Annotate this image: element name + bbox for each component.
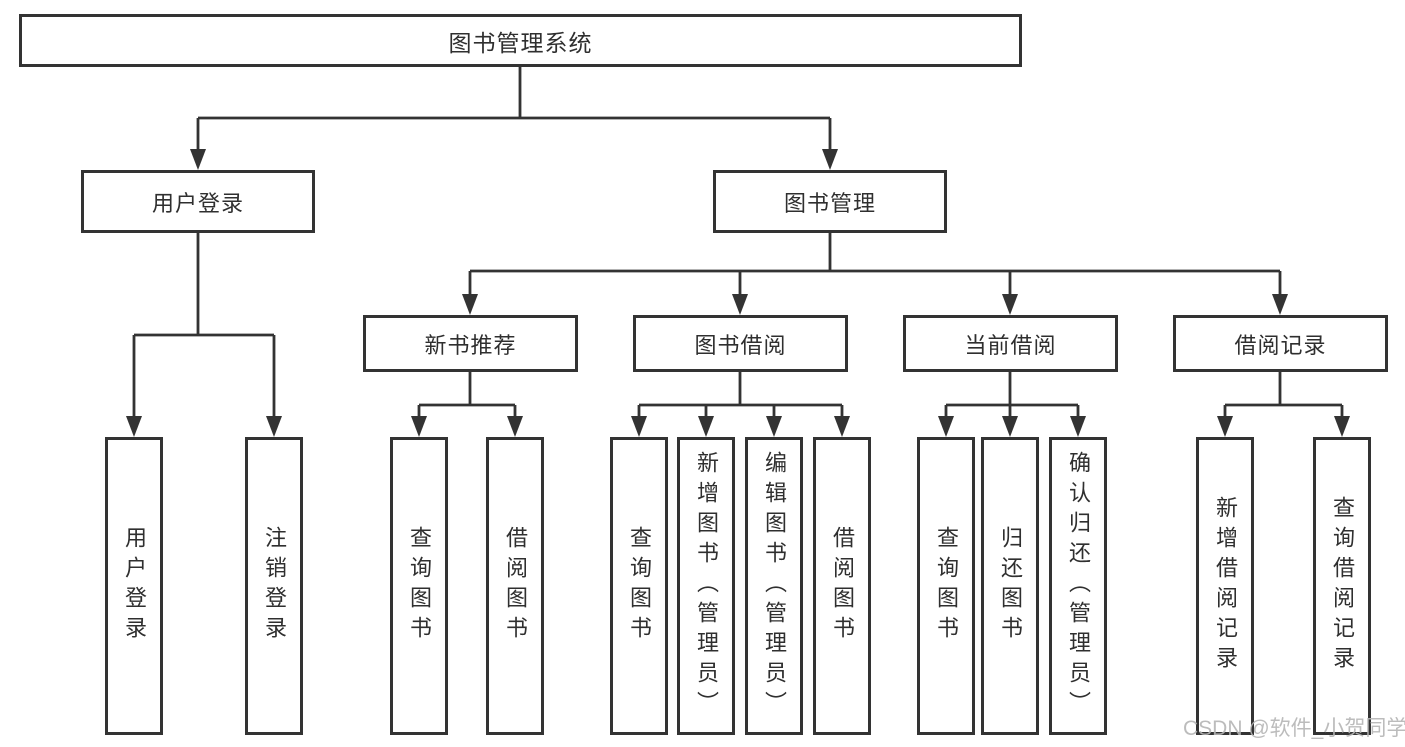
leaf-query-books-recommend: 查询图书	[390, 437, 448, 735]
node-current-borrow-label: 当前借阅	[964, 332, 1057, 358]
leaf-add-borrow-record: 新增借阅记录	[1196, 437, 1254, 735]
node-borrow-records-label: 借阅记录	[1234, 332, 1327, 358]
node-current-borrow: 当前借阅	[903, 315, 1118, 372]
leaf-return-books: 归还图书	[981, 437, 1039, 735]
leaf-user-login-label: 用户登录	[122, 526, 147, 646]
leaf-borrow-books-recommend-label: 借阅图书	[503, 526, 528, 646]
node-new-book-recommend-label: 新书推荐	[424, 332, 517, 358]
leaf-query-borrow-record-label: 查询借阅记录	[1330, 496, 1355, 676]
watermark: CSDN @软件_小贺同学	[1183, 717, 1405, 740]
leaf-add-borrow-record-label: 新增借阅记录	[1213, 496, 1238, 676]
leaf-query-borrow-record: 查询借阅记录	[1313, 437, 1371, 735]
leaf-query-books-current: 查询图书	[917, 437, 975, 735]
node-book-borrow: 图书借阅	[633, 315, 848, 372]
leaf-borrow-books: 借阅图书	[813, 437, 871, 735]
leaf-query-books-borrow-label: 查询图书	[627, 526, 652, 646]
leaf-add-books-admin: 新增图书（管理员）	[677, 437, 735, 735]
leaf-return-books-label: 归还图书	[998, 526, 1023, 646]
node-user-login: 用户登录	[81, 170, 315, 233]
leaf-logout-login: 注销登录	[245, 437, 303, 735]
leaf-add-books-admin-label: 新增图书（管理员）	[694, 451, 719, 721]
node-root: 图书管理系统	[19, 14, 1022, 67]
node-user-login-label: 用户登录	[151, 190, 244, 216]
node-root-label: 图书管理系统	[448, 29, 593, 56]
leaf-confirm-return-admin-label: 确认归还（管理员）	[1066, 451, 1091, 721]
leaf-user-login: 用户登录	[105, 437, 163, 735]
node-book-borrow-label: 图书借阅	[694, 332, 787, 358]
node-book-management-label: 图书管理	[783, 190, 876, 216]
leaf-query-books-current-label: 查询图书	[934, 526, 959, 646]
leaf-borrow-books-recommend: 借阅图书	[486, 437, 544, 735]
leaf-query-books-borrow: 查询图书	[610, 437, 668, 735]
node-book-management: 图书管理	[713, 170, 947, 233]
leaf-edit-books-admin-label: 编辑图书（管理员）	[762, 451, 787, 721]
leaf-edit-books-admin: 编辑图书（管理员）	[745, 437, 803, 735]
leaf-logout-login-label: 注销登录	[262, 526, 287, 646]
leaf-query-books-recommend-label: 查询图书	[407, 526, 432, 646]
leaf-confirm-return-admin: 确认归还（管理员）	[1049, 437, 1107, 735]
node-borrow-records: 借阅记录	[1173, 315, 1388, 372]
leaf-borrow-books-label: 借阅图书	[830, 526, 855, 646]
node-new-book-recommend: 新书推荐	[363, 315, 578, 372]
